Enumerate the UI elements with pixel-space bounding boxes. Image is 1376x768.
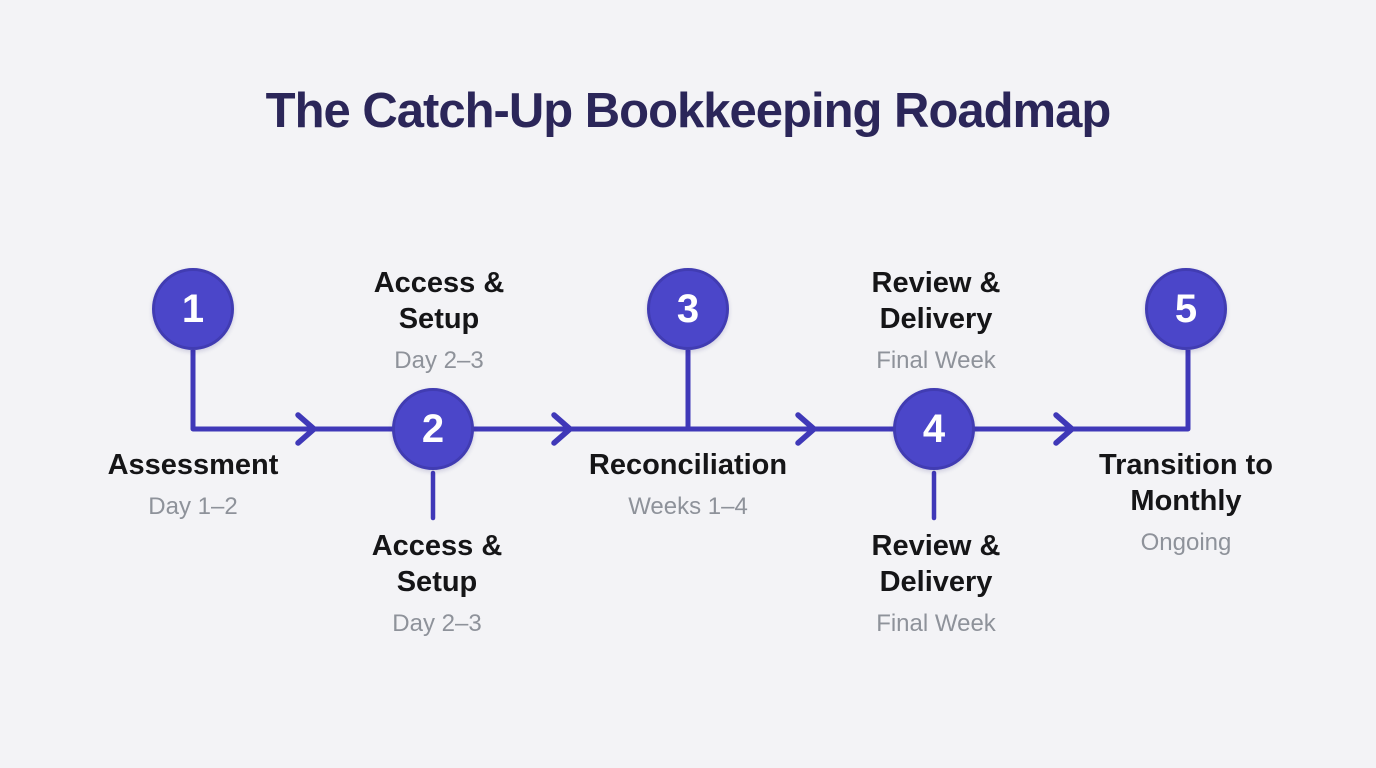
arrow-right-icon <box>1053 412 1075 446</box>
step-3-title: Reconciliation <box>588 449 788 481</box>
step-1-number: 1 <box>181 287 205 331</box>
step-5-node: 5 <box>1145 268 1227 350</box>
arrow-right-icon <box>551 412 573 446</box>
step-3-number: 3 <box>676 287 700 331</box>
step-1-label: Assessment Day 1–2 <box>63 448 323 522</box>
step-4-period: Final Week <box>876 346 996 374</box>
page-title: The Catch-Up Bookkeeping Roadmap <box>265 84 1112 138</box>
step-4-title: Review & Delivery <box>871 530 1001 598</box>
step-4-node: 4 <box>893 388 975 470</box>
step-3-node: 3 <box>647 268 729 350</box>
arrow-right-icon <box>795 412 817 446</box>
step-5-number: 5 <box>1174 287 1198 331</box>
step-1-period: Day 1–2 <box>148 492 238 520</box>
step-2-label-above: Access & Setup Day 2–3 <box>309 266 569 376</box>
step-2-period: Day 2–3 <box>394 346 484 374</box>
step-2-node: 2 <box>392 388 474 470</box>
step-2-label-below: Access & Setup Day 2–3 <box>307 529 567 639</box>
step-2-period: Day 2–3 <box>392 609 482 637</box>
step-1-title: Assessment <box>107 449 279 481</box>
step-4-number: 4 <box>922 407 946 451</box>
step-3-label: Reconciliation Weeks 1–4 <box>558 448 818 522</box>
step-4-title: Review & Delivery <box>871 267 1001 335</box>
step-4-period: Final Week <box>876 609 996 637</box>
step-5-period: Ongoing <box>1140 528 1232 556</box>
step-2-title: Access & Setup <box>373 267 505 335</box>
step-4-label-above: Review & Delivery Final Week <box>806 266 1066 376</box>
arrow-right-icon <box>295 412 317 446</box>
step-2-title: Access & Setup <box>371 530 503 598</box>
step-5-title: Transition to Monthly <box>1099 449 1273 517</box>
step-2-number: 2 <box>421 407 445 451</box>
step-5-label: Transition to Monthly Ongoing <box>1056 448 1316 558</box>
step-3-period: Weeks 1–4 <box>628 492 748 520</box>
step-4-label-below: Review & Delivery Final Week <box>806 529 1066 639</box>
step-1-node: 1 <box>152 268 234 350</box>
